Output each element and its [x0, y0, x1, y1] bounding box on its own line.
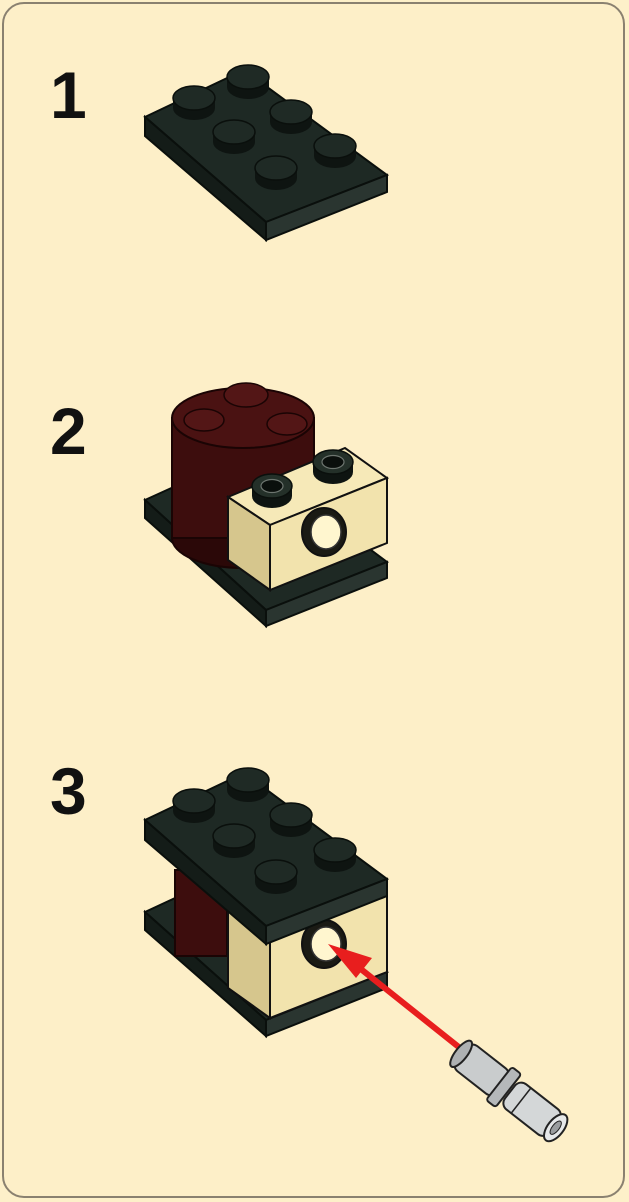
plate-2x3-icon: [145, 65, 387, 240]
technic-pin-icon: [443, 1034, 574, 1150]
step-3-assembly: [145, 768, 575, 1149]
step-2-assembly: [145, 383, 387, 626]
